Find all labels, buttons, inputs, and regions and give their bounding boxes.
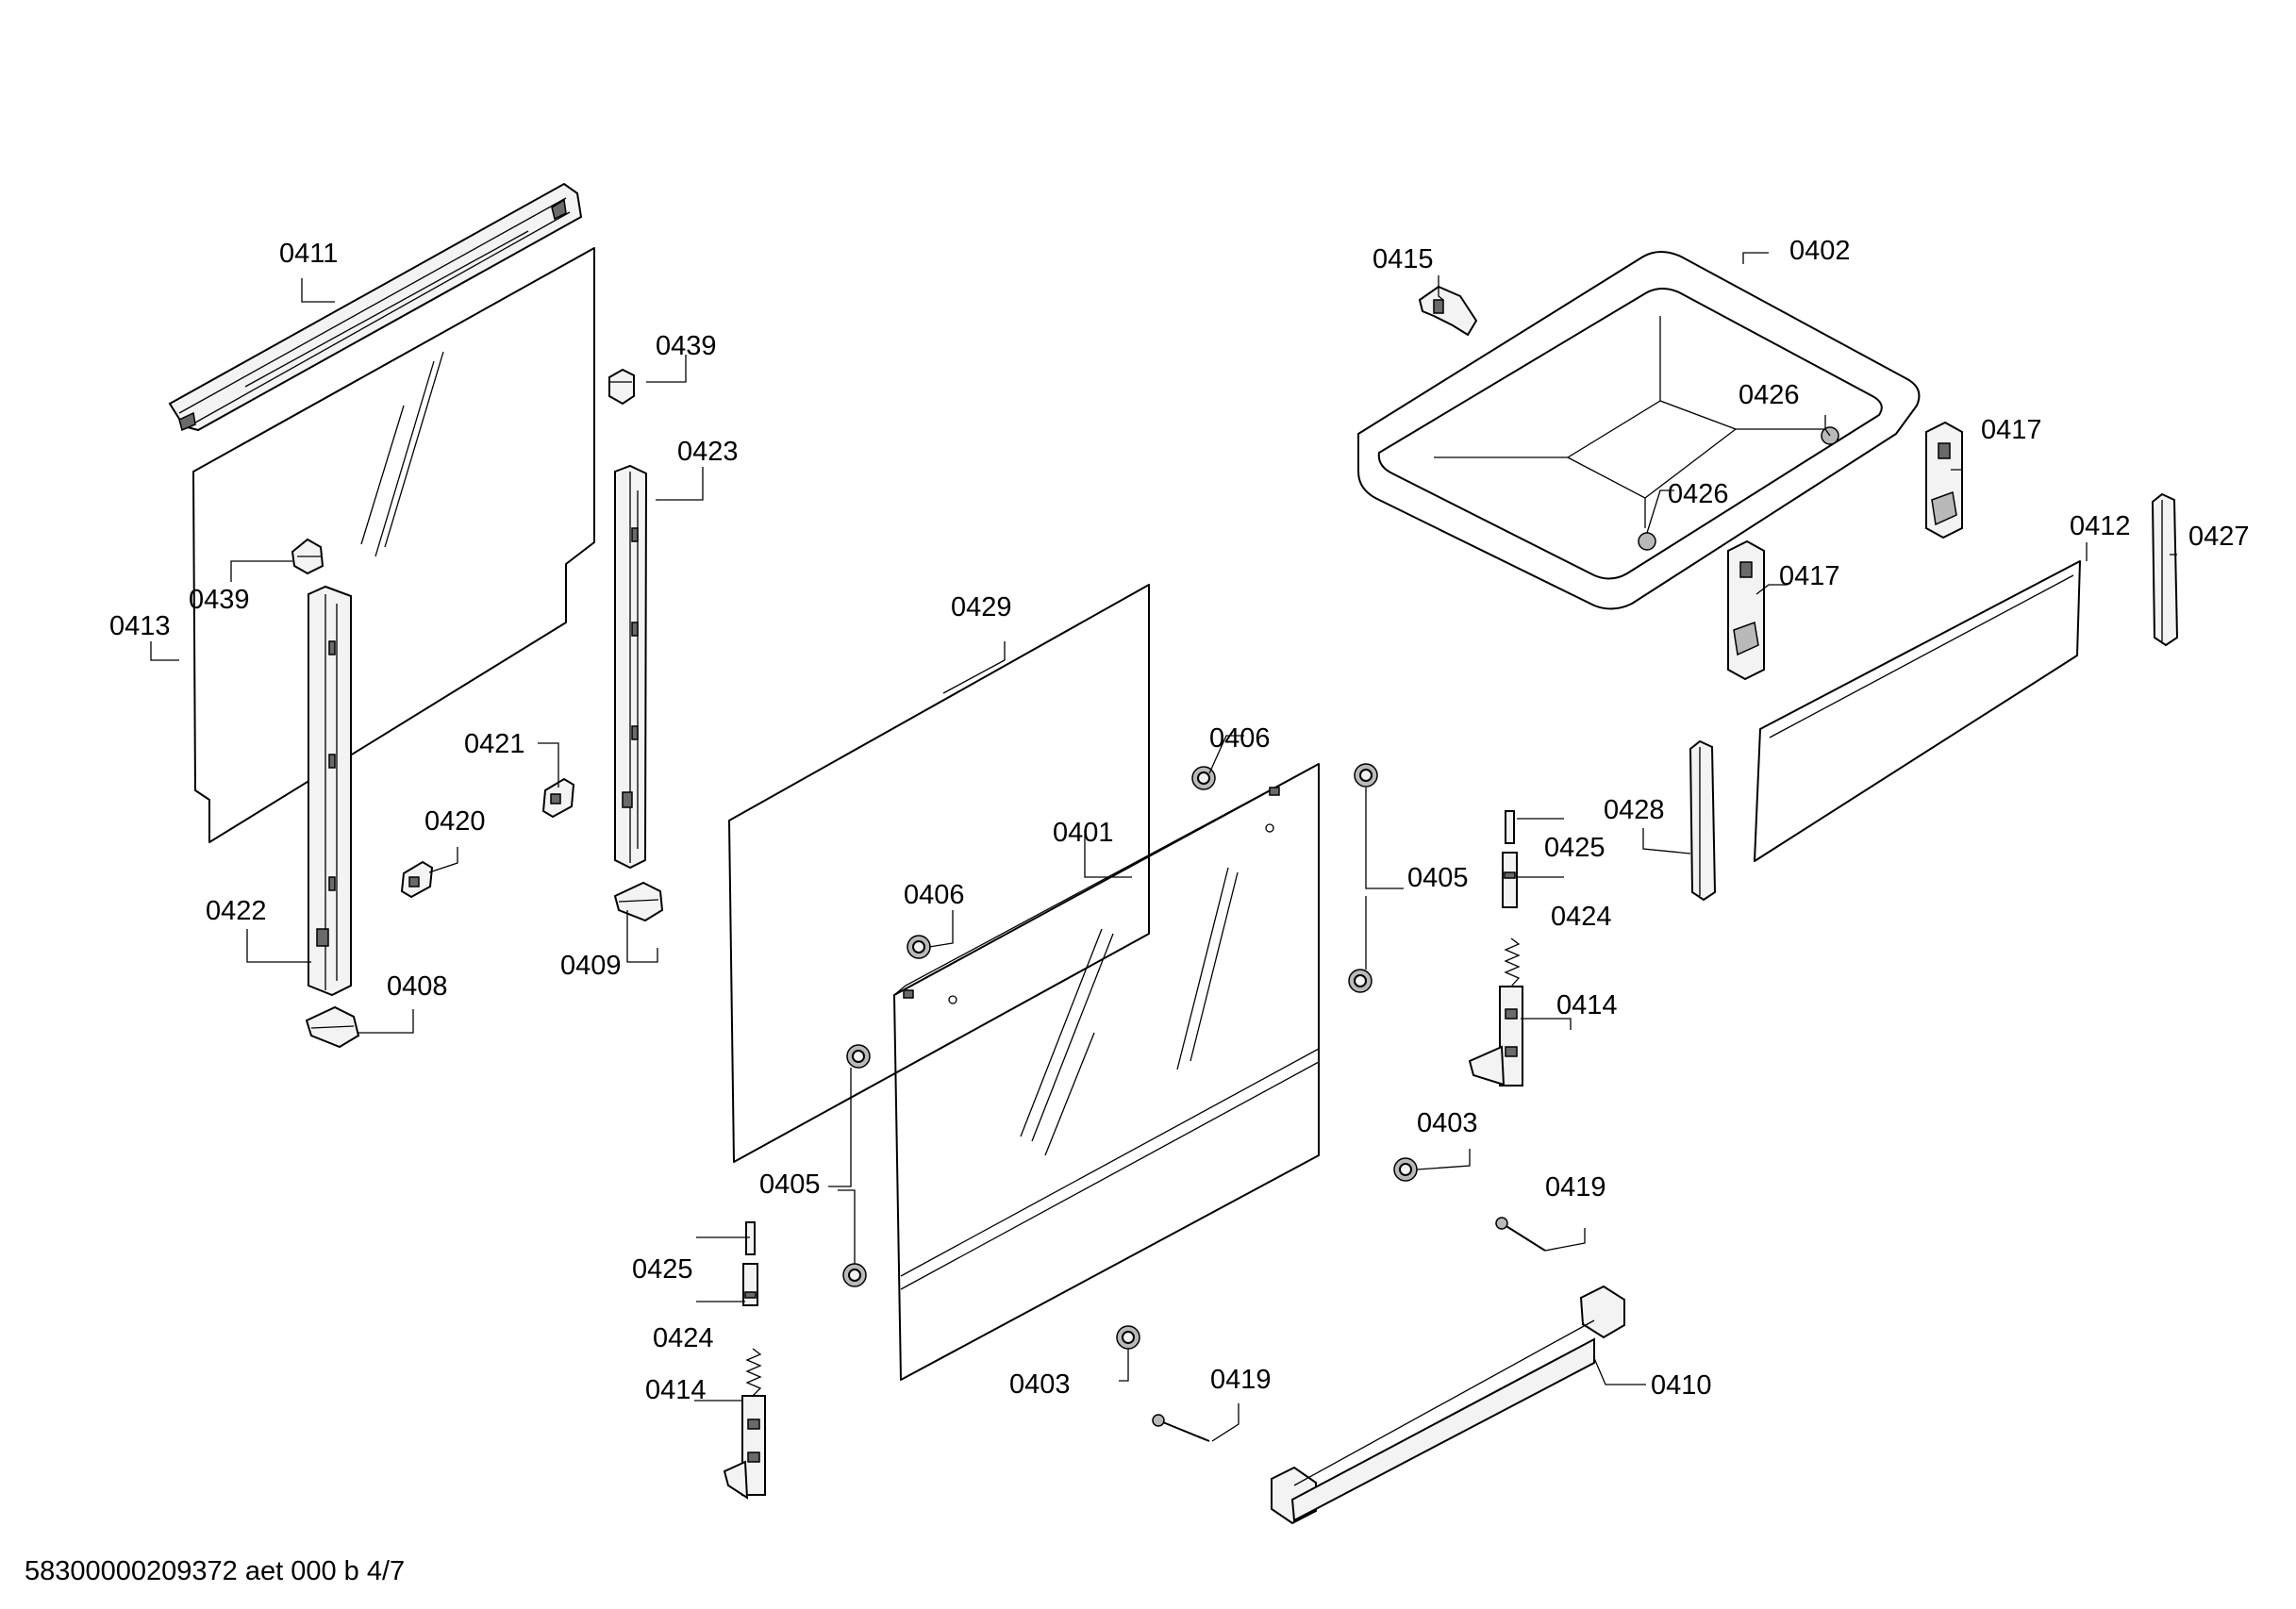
part-0401-door [893,763,1320,1381]
callout-0401: 0401 [1053,818,1114,848]
callout-0422: 0422 [206,896,267,926]
part-0422-side-rail-left [308,585,352,997]
callout-0426-lower: 0426 [1668,479,1729,509]
part-0429-inner-glass [728,584,1150,1163]
part-0412-front-panel [1754,560,2081,862]
part-0405-spacer-c [846,1044,871,1069]
part-0409-hinge-base [613,881,664,922]
callout-0427: 0427 [2188,522,2250,552]
callout-0439-lower: 0439 [189,585,250,615]
part-0403-spacer-b [1116,1325,1140,1350]
callout-0405-right: 0405 [1407,863,1469,893]
callout-0429: 0429 [951,592,1012,622]
part-0410-handle [1271,1285,1625,1525]
part-0402-tray [1357,251,1921,610]
part-0419-screw-right [1495,1217,1546,1252]
callout-0402: 0402 [1789,236,1851,266]
part-0413-rear-panel [192,247,595,843]
part-0406-spacer-b [907,935,931,959]
part-0424-bushing-right [1502,852,1518,908]
part-0415-bracket [1418,285,1478,337]
part-0439-clip-lower [291,538,324,575]
callout-0408: 0408 [387,971,448,1002]
part-0405-spacer-a [1354,763,1378,788]
callout-0415: 0415 [1373,244,1434,274]
callout-0419-right: 0419 [1545,1172,1606,1203]
callout-0423: 0423 [677,437,739,467]
part-0406-spacer-a [1191,766,1216,790]
callout-0426-upper: 0426 [1739,380,1800,410]
part-0420-bracket [400,860,434,899]
callout-0414-right: 0414 [1556,990,1618,1020]
callout-0406-lower: 0406 [904,880,965,910]
part-0428-side-profile [1689,739,1717,902]
callout-0406-upper: 0406 [1209,723,1271,754]
callout-0413: 0413 [109,611,171,641]
part-0414-hinge-right [1468,937,1523,1086]
callout-0428: 0428 [1604,795,1665,825]
part-0405-spacer-d [842,1263,867,1287]
callout-0412: 0412 [2070,511,2131,541]
callout-0419-left: 0419 [1210,1365,1272,1395]
callout-0410: 0410 [1651,1370,1712,1401]
callout-0439-upper: 0439 [656,331,717,361]
callout-0420: 0420 [424,806,486,837]
part-0414-hinge-left [723,1348,766,1500]
part-0419-screw-left [1152,1414,1210,1442]
callout-0403-right: 0403 [1417,1108,1478,1138]
part-0421-bracket [541,777,575,819]
callout-0414-left: 0414 [645,1375,707,1405]
callout-0424-left: 0424 [653,1323,714,1353]
callout-0411: 0411 [279,239,338,269]
document-id-footer: 58300000209372 aet 000 b 4/7 [25,1556,406,1586]
part-0427-side-profile [2151,492,2179,647]
leader-lines [150,252,2177,1442]
callout-0417-upper: 0417 [1981,415,2042,445]
part-0405-spacer-b [1348,969,1373,993]
part-0425-pin-left [745,1221,756,1255]
callout-0409: 0409 [560,951,622,981]
callout-0405-left: 0405 [759,1169,821,1200]
part-0408-hinge-base [305,1005,360,1049]
part-0417-bracket-lower [1727,539,1765,681]
callout-0424-right: 0424 [1551,902,1612,932]
callout-0421: 0421 [464,729,525,759]
callout-0403-left: 0403 [1009,1369,1071,1400]
part-0439-clip-upper [608,368,635,406]
callout-0425-left: 0425 [632,1254,693,1285]
callout-0425-right: 0425 [1544,833,1606,863]
part-0424-bushing-left [742,1263,758,1306]
callout-0417-lower: 0417 [1779,561,1840,591]
part-0417-bracket-upper [1925,421,1963,539]
part-0403-spacer-a [1393,1157,1418,1182]
part-0411-top-trim [168,182,583,432]
part-0423-side-rail-right [614,464,648,870]
part-0425-pin-right [1505,810,1515,844]
callout-labels: 0411 0439 0423 0413 0439 0421 0420 0422 … [109,236,2250,1405]
